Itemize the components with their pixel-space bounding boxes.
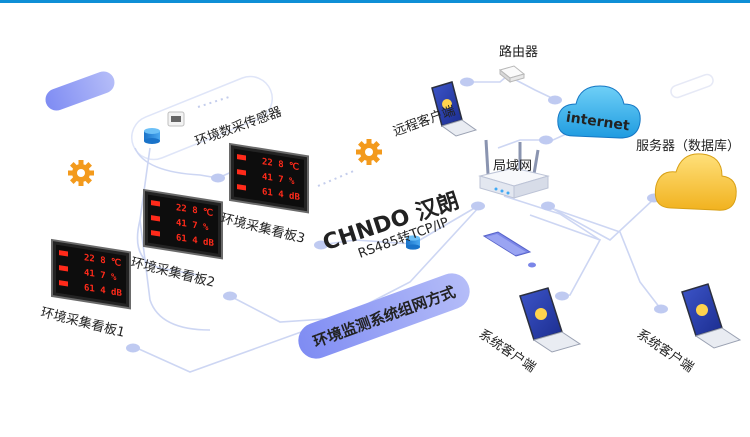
dotted-connector [317,169,357,187]
router-icon [498,65,526,84]
link-board3-converter [319,239,414,246]
link-sensor-bus [139,219,211,331]
mouse-icon [528,262,536,268]
remote-client-label: 远程客户端 [391,102,458,139]
link-converter-lan [412,205,479,245]
top-accent-bar [0,0,750,3]
link-board2-bus [229,295,341,323]
client-a-label: 系统客户端 [476,326,539,376]
link-lan-client-a [529,214,602,297]
decor-pill [45,71,115,111]
connection-lines [129,71,661,373]
link-lan-mid [503,195,601,241]
link-router-internet [511,77,557,101]
display-board-1: 22 8 ℃ 41 7 % 61 4 dB [51,238,131,310]
link-lan-server [547,197,656,241]
link-sensor-boards [134,147,237,179]
client-b-label: 系统客户端 [634,326,697,376]
router-label: 路由器 [499,44,538,60]
display-board-3: 22 8 ℃ 41 7 % 61 4 dB [229,142,309,214]
gear-icon [356,139,382,165]
sensor-capsule [131,75,273,161]
sensor-label: 环境数采传感器 [193,104,284,150]
remote-laptop [431,81,478,137]
title-pill: 环境监测系统组网方式 [298,273,470,359]
sensor-device [167,111,185,127]
lan-label: 局域网 [493,159,532,174]
client-laptop-b [681,283,742,349]
connector-dots [126,77,668,353]
gear-icon [68,160,94,186]
server-cloud-icon [654,153,737,211]
link-lan-internet [497,129,576,149]
lan-router [478,139,550,199]
server-label: 服务器（数据库） [636,138,740,154]
sensor-cylinder [144,128,160,144]
board3-label: 环境采集看板3 [219,210,307,246]
link-lan-client-b [544,205,661,309]
client-laptop-a [519,287,582,353]
decor-pill-outline [670,73,714,99]
board1-label: 环境采集看板1 [39,304,127,340]
display-board-2: 22 8 ℃ 41 7 % 61 4 dB [143,188,223,260]
converter-cylinder [406,235,420,250]
internet-cloud-icon: internet [557,85,641,139]
keyboard-icon [482,231,532,257]
board2-label: 环境采集看板2 [129,254,217,290]
dotted-connector [197,95,233,108]
